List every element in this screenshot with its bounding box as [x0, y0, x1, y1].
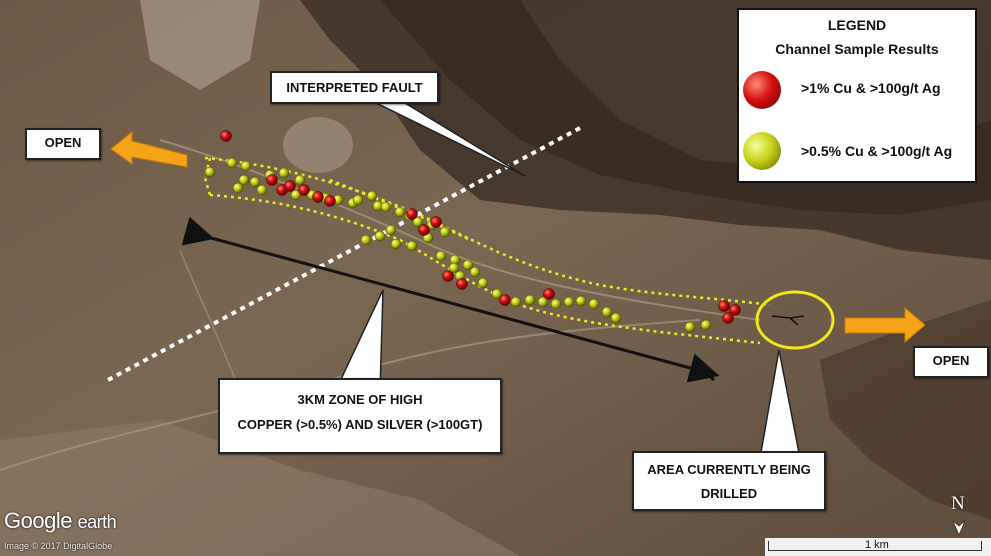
sample-marker-mid-grade	[232, 182, 244, 194]
legend-high-grade-label: >1% Cu & >100g/t Ag	[801, 80, 941, 96]
sample-marker-mid-grade	[204, 166, 216, 178]
open-west-label: OPEN	[25, 128, 101, 160]
sample-marker-mid-grade	[249, 176, 261, 188]
sample-marker-high-grade	[220, 130, 232, 142]
sample-marker-mid-grade	[448, 262, 460, 274]
sample-marker-mid-grade	[439, 226, 451, 238]
open-east-arrow	[844, 306, 926, 344]
sample-marker-mid-grade	[510, 296, 522, 308]
sample-marker-mid-grade	[394, 206, 406, 218]
legend-high-grade-marker	[743, 71, 781, 109]
sample-marker-high-grade	[442, 270, 454, 282]
sample-marker-mid-grade	[684, 321, 696, 333]
sample-marker-mid-grade	[412, 216, 424, 228]
sample-marker-mid-grade	[700, 319, 712, 331]
legend-subtitle: Channel Sample Results	[775, 41, 939, 57]
scale-line	[768, 541, 982, 551]
sample-marker-high-grade	[718, 300, 730, 312]
sample-marker-high-grade	[729, 304, 741, 316]
legend-title: LEGEND	[827, 17, 887, 33]
sample-marker-high-grade	[430, 216, 442, 228]
sample-marker-mid-grade	[278, 167, 290, 179]
sample-marker-mid-grade	[385, 224, 397, 236]
sample-marker-mid-grade	[390, 238, 402, 250]
sample-marker-high-grade	[406, 208, 418, 220]
sample-marker-mid-grade	[550, 298, 562, 310]
sample-marker-high-grade	[418, 224, 430, 236]
legend-mid-grade-label: >0.5% Cu & >100g/t Ag	[801, 143, 953, 159]
open-east-label: OPEN	[913, 346, 989, 378]
sample-marker-mid-grade	[537, 296, 549, 308]
sample-marker-mid-grade	[256, 184, 268, 196]
sample-marker-mid-grade	[238, 174, 250, 186]
sample-marker-high-grade	[298, 184, 310, 196]
sample-marker-high-grade	[499, 294, 511, 306]
sample-marker-mid-grade	[294, 174, 306, 186]
imagery-copyright: Image © 2017 DigitalGlobe	[4, 541, 113, 551]
sample-marker-mid-grade	[435, 250, 447, 262]
drill-area-ellipse	[755, 290, 835, 350]
sample-marker-high-grade	[722, 312, 734, 324]
sample-marker-mid-grade	[563, 296, 575, 308]
sample-markers	[204, 130, 741, 333]
sample-marker-mid-grade	[374, 230, 386, 242]
sample-marker-mid-grade	[462, 259, 474, 271]
sample-marker-mid-grade	[575, 295, 587, 307]
scale-bar	[765, 538, 991, 556]
sample-marker-mid-grade	[352, 194, 364, 206]
sample-marker-high-grade	[312, 191, 324, 203]
sample-marker-mid-grade	[469, 266, 481, 278]
zone-label: 3KM ZONE OF HIGH COPPER (>0.5%) AND SILV…	[218, 378, 502, 454]
sample-marker-high-grade	[284, 180, 296, 192]
sample-marker-high-grade	[324, 195, 336, 207]
sample-marker-mid-grade	[601, 306, 613, 318]
sample-marker-mid-grade	[240, 160, 252, 172]
compass-label: N	[951, 493, 965, 514]
fault-label: INTERPRETED FAULT	[270, 71, 439, 104]
legend: LEGEND Channel Sample Results >1% Cu & >…	[737, 8, 977, 183]
sample-marker-high-grade	[456, 278, 468, 290]
sample-marker-mid-grade	[477, 277, 489, 289]
google-earth-logo: Google earth	[4, 508, 117, 533]
sample-marker-high-grade	[543, 288, 555, 300]
scale-label: 1 km	[865, 539, 889, 551]
sample-marker-mid-grade	[226, 157, 238, 169]
sample-marker-mid-grade	[491, 288, 503, 300]
sample-marker-mid-grade	[588, 298, 600, 310]
north-arrow-icon: N	[948, 493, 970, 537]
sample-marker-high-grade	[266, 174, 278, 186]
sample-marker-mid-grade	[290, 189, 302, 201]
zone-arrow	[181, 216, 720, 383]
sample-marker-mid-grade	[380, 201, 392, 213]
drilled-area-label: AREA CURRENTLY BEING DRILLED	[632, 451, 826, 511]
sample-marker-mid-grade	[610, 312, 622, 324]
sample-marker-mid-grade	[406, 240, 418, 252]
sample-marker-mid-grade	[360, 234, 372, 246]
open-west-arrow	[110, 130, 188, 168]
sample-marker-mid-grade	[366, 190, 378, 202]
sample-marker-mid-grade	[524, 294, 536, 306]
legend-mid-grade-marker	[743, 132, 781, 170]
